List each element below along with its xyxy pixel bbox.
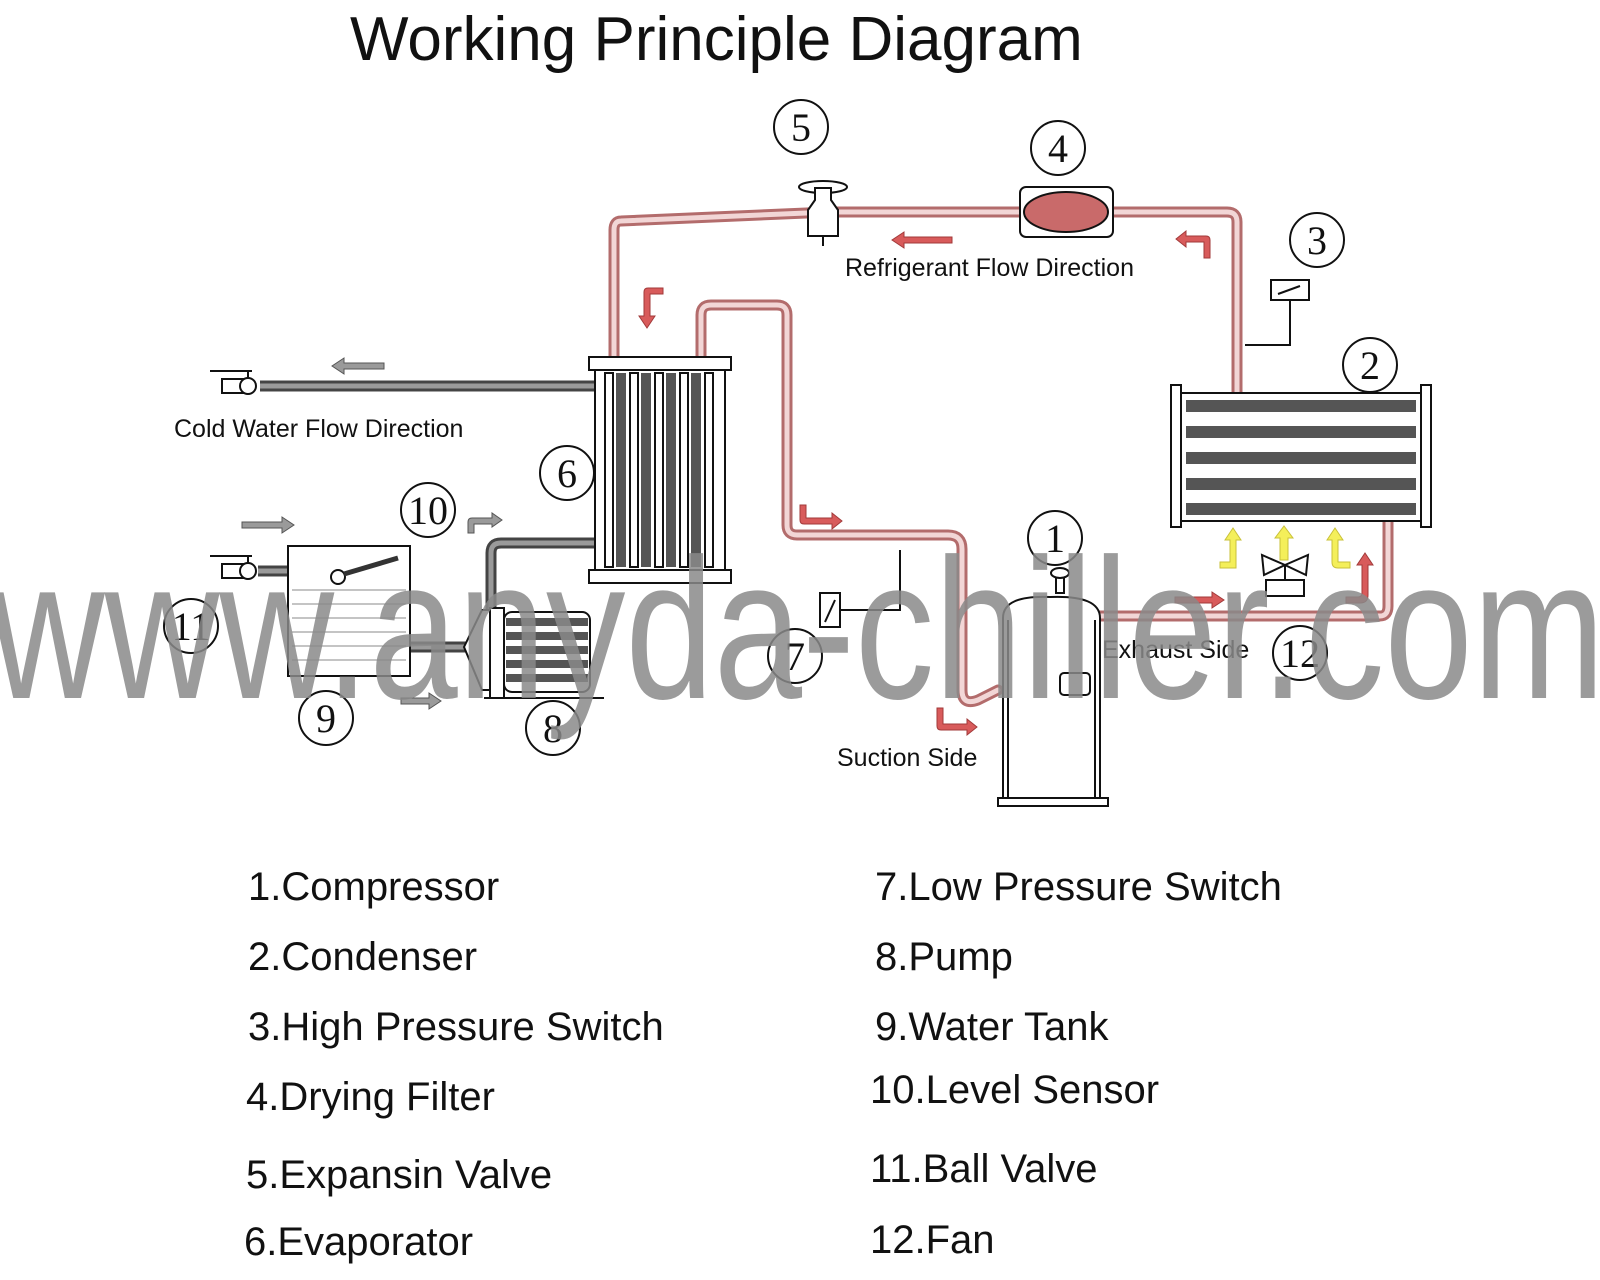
exhaust-side-label: Exhaust Side [1102, 636, 1249, 664]
marker-12: 12 [1272, 625, 1328, 681]
refrigerant-flow-label: Refrigerant Flow Direction [845, 254, 1134, 282]
marker-11: 11 [163, 598, 219, 654]
svg-text:1: 1 [1045, 516, 1065, 561]
legend-item: 9.Water Tank [875, 1005, 1109, 1049]
svg-text:8: 8 [543, 706, 563, 751]
marker-5: 5 [773, 99, 829, 155]
cold-water-circuit [258, 380, 596, 653]
legend-item: 1.Compressor [248, 865, 499, 909]
svg-text:11: 11 [172, 604, 211, 649]
marker-2: 2 [1342, 337, 1398, 393]
flow-arrows [241, 229, 1374, 737]
svg-text:7: 7 [785, 634, 805, 679]
marker-6: 6 [539, 445, 595, 501]
svg-text:2: 2 [1360, 343, 1380, 388]
marker-3: 3 [1289, 212, 1345, 268]
legend-item: 5.Expansin Valve [246, 1153, 552, 1197]
diagram-title: Working Principle Diagram [350, 5, 1083, 74]
ball-valve-top [210, 370, 257, 395]
marker-4: 4 [1030, 120, 1086, 176]
legend-item: 6.Evaporator [244, 1220, 473, 1264]
refrigerant-circuit [608, 206, 1394, 708]
compressor [997, 567, 1109, 807]
svg-text:12: 12 [1280, 631, 1320, 676]
pump [462, 607, 604, 699]
svg-text:10: 10 [408, 488, 448, 533]
ball-valve-bottom [210, 555, 257, 580]
high-pressure-switch [1245, 279, 1310, 346]
legend-item: 10.Level Sensor [870, 1068, 1159, 1112]
marker-8: 8 [525, 700, 581, 756]
svg-text:5: 5 [791, 105, 811, 150]
drying-filter [1019, 186, 1114, 238]
svg-text:9: 9 [316, 696, 336, 741]
marker-1: 1 [1027, 510, 1083, 566]
evaporator [588, 356, 732, 584]
legend-item: 2.Condenser [248, 935, 477, 979]
svg-text:3: 3 [1307, 218, 1327, 263]
marker-7: 7 [767, 628, 823, 684]
legend-item: 11.Ball Valve [870, 1147, 1098, 1191]
water-tank [287, 545, 411, 677]
svg-text:6: 6 [557, 451, 577, 496]
svg-text:4: 4 [1048, 126, 1068, 171]
marker-10: 10 [400, 482, 456, 538]
legend-item: 12.Fan [870, 1218, 995, 1262]
legend: 1.Compressor 2.Condenser 3.High Pressure… [244, 865, 1282, 1264]
legend-item: 3.High Pressure Switch [248, 1005, 664, 1049]
cold-water-flow-label: Cold Water Flow Direction [174, 415, 463, 443]
fan [1260, 553, 1310, 597]
component-markers: 1 2 3 4 5 6 7 8 9 10 11 12 [163, 99, 1398, 756]
condenser [1170, 384, 1432, 528]
watermark: www.anyda-chiller.com [0, 518, 1600, 741]
low-pressure-switch [819, 550, 901, 628]
legend-item: 8.Pump [875, 935, 1013, 979]
legend-item: 4.Drying Filter [246, 1075, 495, 1119]
marker-9: 9 [298, 690, 354, 746]
suction-side-label: Suction Side [837, 744, 977, 772]
legend-item: 7.Low Pressure Switch [875, 865, 1282, 909]
expansion-valve [798, 180, 848, 246]
